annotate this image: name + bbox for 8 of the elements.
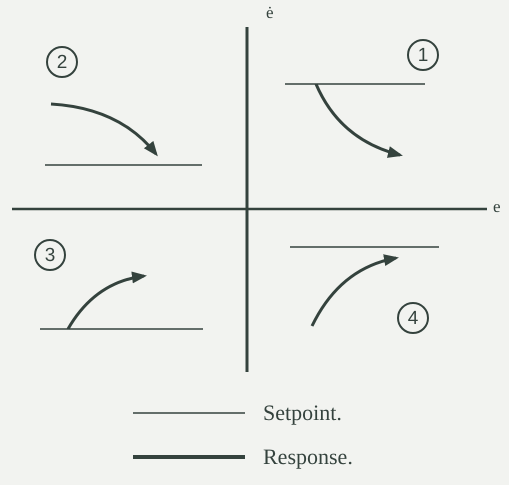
circled-number: 2 bbox=[46, 46, 78, 78]
circled-number: 1 bbox=[407, 39, 439, 71]
circled-number: 3 bbox=[34, 239, 66, 271]
axis-label: e bbox=[493, 198, 501, 215]
axis-label: ė bbox=[266, 4, 274, 21]
circled-number: 4 bbox=[397, 302, 429, 334]
legend-text: Response. bbox=[263, 443, 353, 471]
legend-text: Setpoint. bbox=[263, 399, 342, 427]
